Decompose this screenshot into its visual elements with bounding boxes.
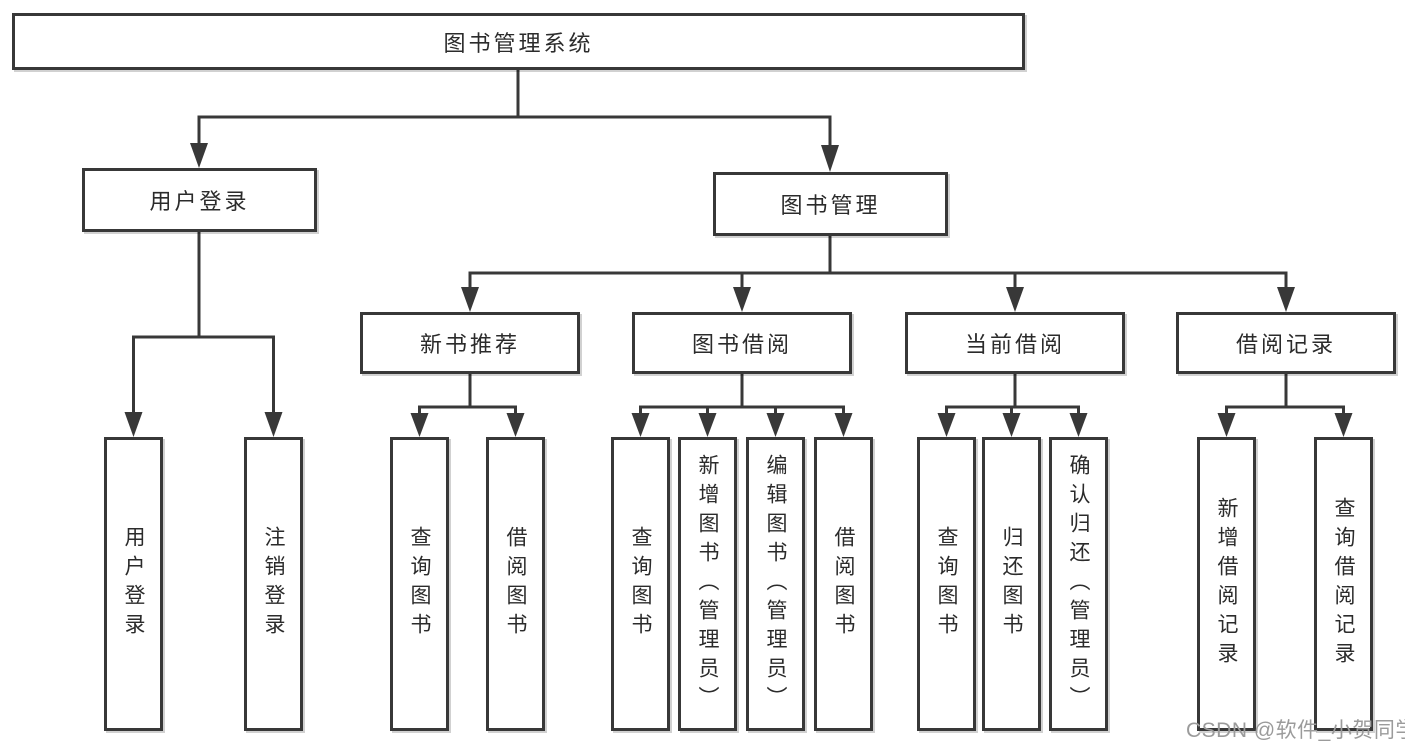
connector-current-borrow-children [937,374,1088,437]
connector-book-borrow-children [631,374,853,437]
connector-user-login-children [124,232,283,437]
leaf-user-login: 用户登录 [104,437,163,731]
leaf-return-book: 归还图书 [982,437,1041,731]
node-current-borrow: 当前借阅 [905,312,1125,374]
node-user-login: 用户登录 [82,168,317,232]
leaf-add-book-admin: 新增图书（管理员） [678,437,737,731]
connector-borrow-records-children [1217,374,1353,437]
leaf-query-books-borrow: 查询图书 [611,437,670,731]
csdn-watermark: CSDN @软件_小贺同学 [1186,719,1405,742]
connector-root-to-level2 [190,70,839,172]
connector-new-books-children [410,374,525,437]
leaf-edit-book-admin: 编辑图书（管理员） [746,437,805,731]
leaf-query-books-newbooks: 查询图书 [390,437,449,731]
leaf-query-books-current: 查询图书 [917,437,976,731]
leaf-add-borrow-record: 新增借阅记录 [1197,437,1256,731]
leaf-logout: 注销登录 [244,437,303,731]
leaf-borrow-books-newbooks: 借阅图书 [486,437,545,731]
node-book-mgmt: 图书管理 [713,172,948,236]
node-root: 图书管理系统 [12,13,1025,70]
node-book-borrow: 图书借阅 [632,312,852,374]
leaf-query-borrow-record: 查询借阅记录 [1314,437,1373,731]
leaf-borrow-books-borrow: 借阅图书 [814,437,873,731]
node-new-books: 新书推荐 [360,312,580,374]
node-borrow-records: 借阅记录 [1176,312,1396,374]
leaf-confirm-return-admin: 确认归还（管理员） [1049,437,1108,731]
connector-book-mgmt-to-level3 [461,236,1295,312]
